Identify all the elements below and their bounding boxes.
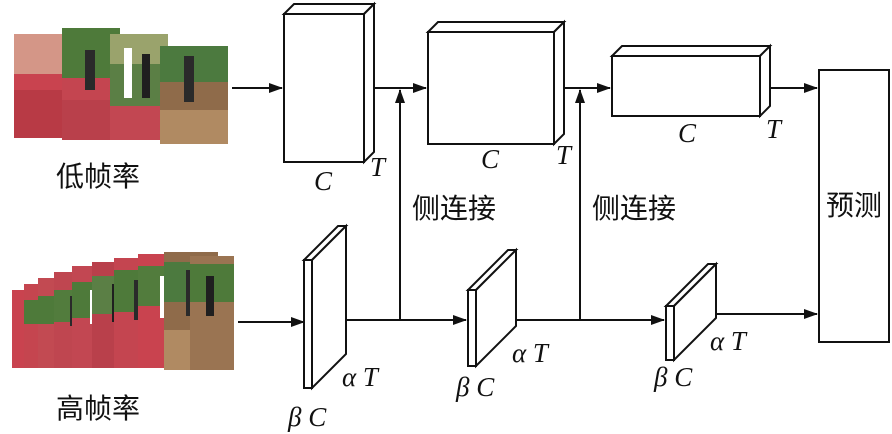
- high-frame-rate-label: 高帧率: [56, 392, 140, 425]
- slow-block-2-channel-label: C: [481, 144, 500, 174]
- fast-feature-block-2: [465, 247, 519, 369]
- fast-block-1-channel-label: β C: [287, 402, 327, 432]
- lateral-connection-label-1: 侧连接: [412, 192, 496, 225]
- slow-block-1-time-label: T: [370, 152, 387, 182]
- slow-block-3-time-label: T: [766, 114, 783, 144]
- slow-block-2-time-label: T: [556, 140, 573, 170]
- fast-block-3-channel-label: β C: [653, 362, 693, 392]
- fast-block-1-time-label: α T: [342, 362, 380, 392]
- prediction-box: [818, 69, 890, 343]
- slow-block-1-channel-label: C: [314, 166, 333, 196]
- high-frame-rate-image-stack: [12, 252, 234, 370]
- fast-feature-block-1: [301, 223, 349, 391]
- slow-feature-block-1: [281, 1, 377, 165]
- video-frame: [190, 256, 234, 370]
- video-frame: [160, 46, 228, 144]
- low-frame-rate-label: 低帧率: [56, 160, 140, 193]
- slow-feature-block-2: [425, 19, 567, 147]
- fast-block-2-time-label: α T: [512, 338, 550, 368]
- prediction-label: 预测: [826, 189, 882, 222]
- lateral-connection-label-2: 侧连接: [592, 192, 676, 225]
- slow-feature-block-3: [609, 43, 773, 119]
- fast-block-2-channel-label: β C: [455, 372, 495, 402]
- fast-feature-block-3: [663, 261, 719, 363]
- slow-block-3-channel-label: C: [678, 118, 697, 148]
- video-frame: [110, 34, 168, 140]
- fast-block-3-time-label: α T: [710, 326, 748, 356]
- low-frame-rate-image-stack: [14, 28, 228, 144]
